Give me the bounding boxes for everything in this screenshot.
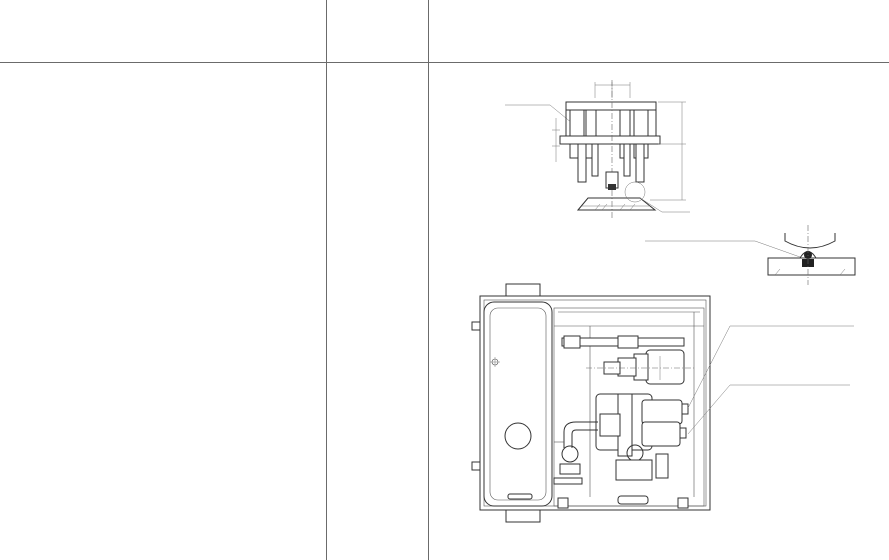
- header-divider: [0, 62, 889, 63]
- body-cell-1: [0, 63, 326, 560]
- header-cell-2: [327, 0, 428, 62]
- cabinet-drawing: [471, 283, 854, 523]
- body-cell-2: [327, 63, 428, 560]
- valve-seat-drawing: [645, 225, 856, 285]
- column-divider-1: [326, 0, 327, 560]
- header-cell-3: [429, 0, 889, 62]
- header-cell-1: [0, 0, 326, 62]
- pump-mounting-drawing: [505, 80, 690, 220]
- column-divider-2: [428, 0, 429, 560]
